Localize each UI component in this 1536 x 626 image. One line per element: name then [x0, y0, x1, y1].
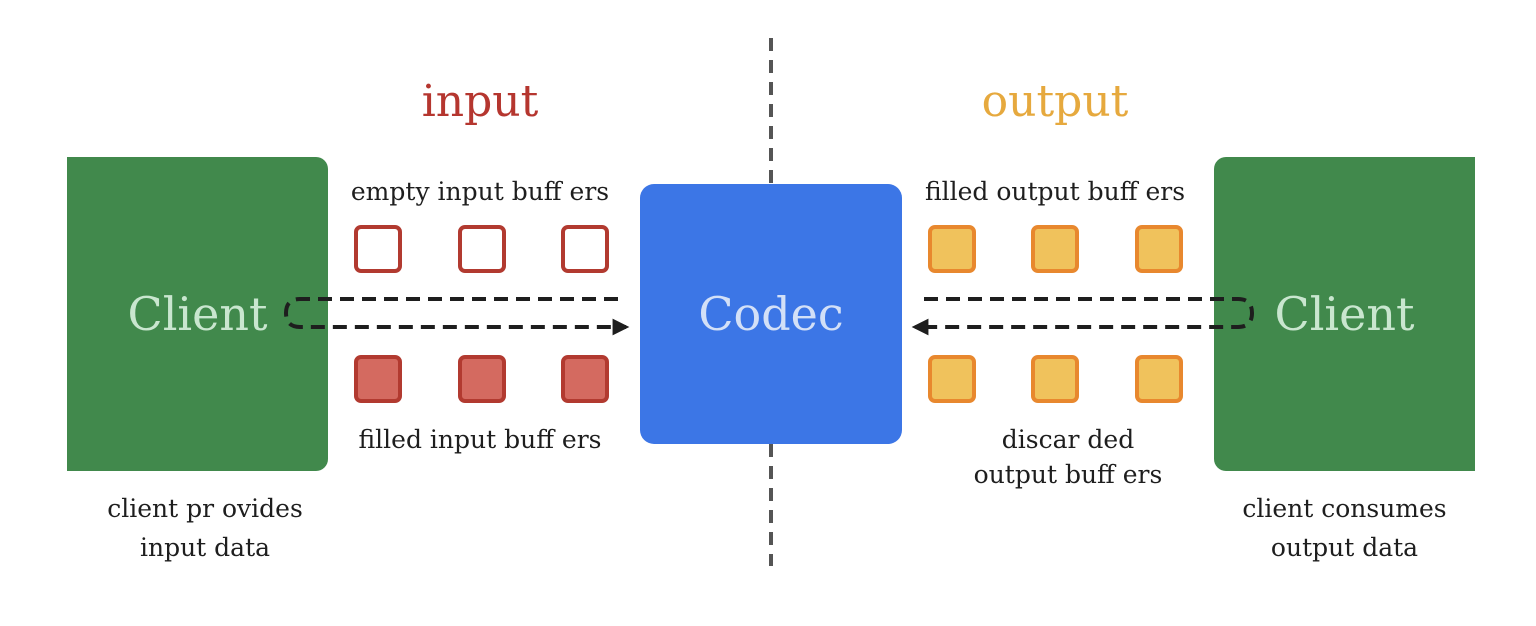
filled-input-buffers-label: filled input buff ers: [358, 425, 602, 454]
client-left-label: Client: [127, 287, 268, 341]
client-right-box: Client: [1214, 157, 1475, 471]
client-provides-caption-line2: input data: [139, 533, 271, 562]
client-consumes-caption-line2: output data: [1270, 533, 1419, 562]
filled-input-buffer: [354, 355, 402, 403]
client-right-label: Client: [1274, 287, 1415, 341]
output-section-title: output: [981, 76, 1129, 127]
empty-input-buffer: [561, 225, 609, 273]
codec-box: Codec: [640, 184, 902, 444]
codec-label: Codec: [698, 287, 844, 341]
filled-input-buffer: [458, 355, 506, 403]
client-consumes-caption-line1: client consumes: [1242, 494, 1447, 523]
filled-output-buffer: [928, 225, 976, 273]
client-provides-caption-line1: client pr ovides: [107, 494, 303, 523]
empty-input-buffer: [354, 225, 402, 273]
filled-input-buffer: [561, 355, 609, 403]
empty-input-buffer: [458, 225, 506, 273]
discarded-output-buffer: [928, 355, 976, 403]
empty-input-buffers-label: empty input buff ers: [350, 177, 610, 206]
input-section-title: input: [421, 76, 539, 127]
discarded-output-buffer: [1031, 355, 1079, 403]
discarded-output-buffers-label-line1: discar ded: [1001, 425, 1135, 454]
discarded-output-buffers-label-line2: output buff ers: [973, 460, 1163, 489]
filled-output-buffer: [1031, 225, 1079, 273]
discarded-output-buffer: [1135, 355, 1183, 403]
filled-output-buffer: [1135, 225, 1183, 273]
filled-output-buffers-label: filled output buff ers: [924, 177, 1186, 206]
